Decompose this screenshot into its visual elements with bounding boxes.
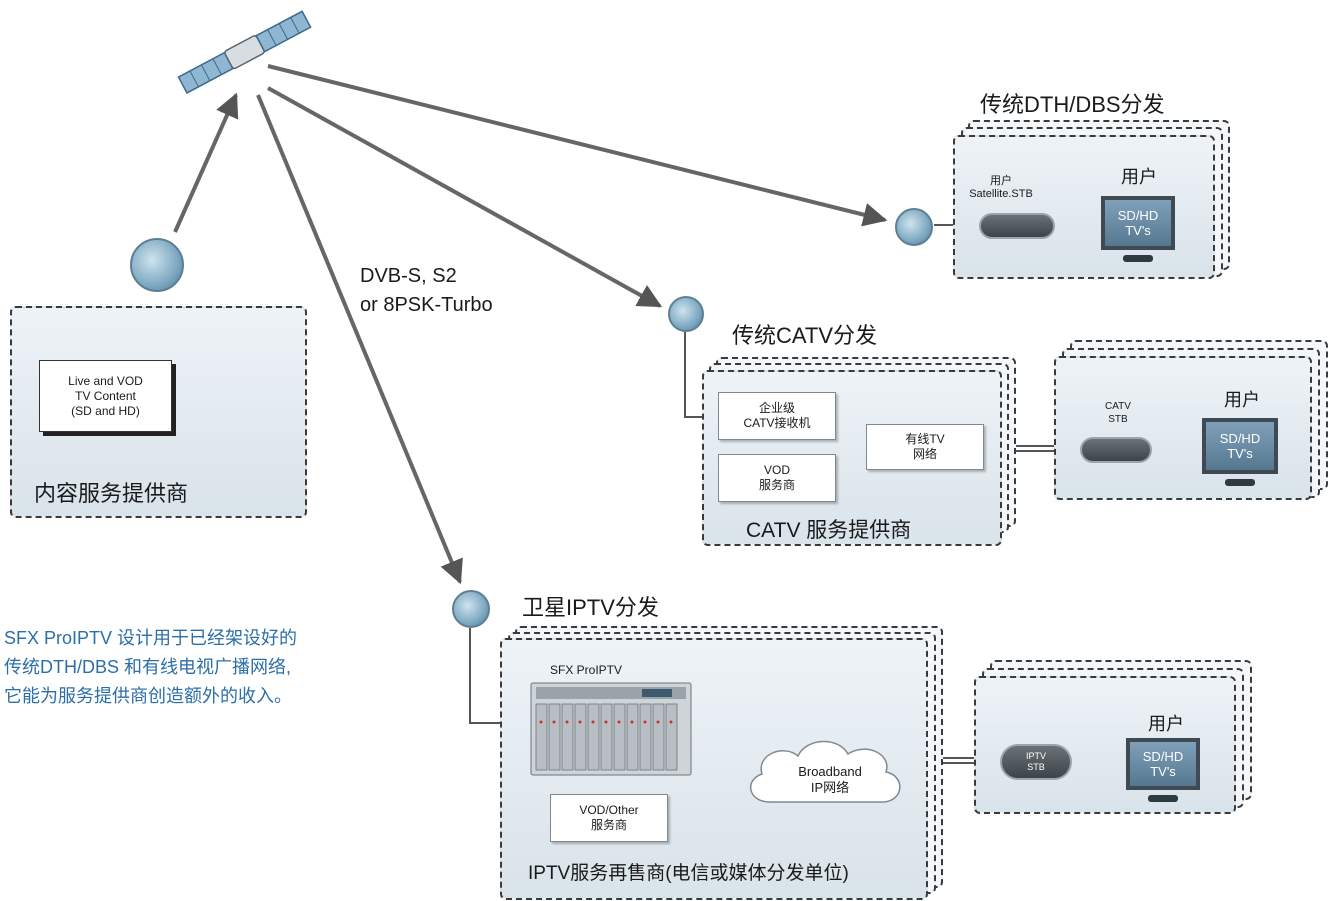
catv-vod-box: VOD 服务商 [718, 454, 836, 502]
modulation-line2: or 8PSK-Turbo [360, 294, 493, 316]
iptv-tv-line2: TV's [1150, 764, 1176, 780]
broadband-cloud-label: Broadband IP网络 [780, 764, 880, 796]
iptv-vod-line2: 服务商 [590, 818, 627, 832]
iptv-vod-box: VOD/Other 服务商 [550, 794, 668, 842]
iptv-user-label: 用户 [1148, 714, 1184, 734]
description-line3: 它能为服务提供商创造额外的收入。 [4, 686, 292, 706]
broadband-cloud-icon [750, 740, 901, 803]
catv-provider-title: CATV 服务提供商 [746, 519, 912, 542]
catv-network-box: 有线TV 网络 [866, 424, 984, 470]
catv-vod-line2: 服务商 [758, 478, 795, 492]
catv-provider-panel: 企业级 CATV接收机 VOD 服务商 有线TV 网络 CATV 服务提供商 [702, 370, 1002, 546]
uplink-arrow [173, 92, 239, 233]
catv-vod-line1: VOD [763, 463, 790, 477]
iptv-server-icon [530, 682, 692, 776]
iptv-dish-icon [452, 590, 490, 628]
catv-dish-icon [668, 296, 704, 332]
downlink-iptv-arrow [256, 94, 463, 585]
modulation-line1: DVB-S, S2 [360, 265, 457, 287]
content-box-line3: (SD and HD) [71, 403, 140, 418]
catv-title: 传统CATV分发 [732, 323, 878, 348]
dth-tv-line2: TV's [1125, 223, 1151, 239]
cloud-line1: Broadband [798, 764, 862, 779]
dth-stb-label-line1: 用户 [990, 175, 1012, 187]
catv-user-label: 用户 [1224, 390, 1260, 410]
dth-dish-icon [895, 208, 933, 246]
dth-user-label: 用户 [1121, 167, 1157, 187]
catv-receiver-line2: CATV接收机 [743, 416, 811, 430]
cloud-line2: IP网络 [810, 780, 850, 795]
dth-title: 传统DTH/DBS分发 [980, 92, 1165, 117]
content-box-line2: TV Content [75, 388, 136, 403]
content-provider-title: 内容服务提供商 [34, 481, 189, 506]
catv-stb-label: CATV STB [1092, 400, 1144, 426]
catv-network-line2: 网络 [912, 447, 937, 461]
description-text: SFX ProIPTV 设计用于已经架设好的 传统DTH/DBS 和有线电视广播… [4, 624, 297, 711]
catv-receiver-box: 企业级 CATV接收机 [718, 392, 836, 440]
satellite-icon [177, 10, 312, 94]
catv-stb-device [1080, 437, 1152, 463]
description-line2: 传统DTH/DBS 和有线电视广播网络, [4, 657, 292, 677]
dth-stb-label: 用户 Satellite.STB [965, 175, 1037, 201]
catv-receiver-line1: 企业级 [758, 401, 795, 415]
catv-stb-line1: CATV [1105, 401, 1131, 412]
iptv-stb-line2: STB [1027, 762, 1045, 772]
iptv-device-label: SFX ProIPTV [550, 663, 623, 677]
catv-network-line1: 有线TV [905, 432, 945, 446]
catv-stb-line2: STB [1108, 414, 1128, 425]
content-source-box: Live and VOD TV Content (SD and HD) [39, 360, 172, 432]
catv-tv-line1: SD/HD [1219, 430, 1261, 446]
iptv-reseller-title: IPTV服务再售商(电信或媒体分发单位) [528, 863, 849, 884]
iptv-stb-line1: IPTV [1025, 751, 1046, 761]
dth-stb-device [979, 213, 1055, 239]
dth-tv-line1: SD/HD [1117, 208, 1159, 224]
modulation-label: DVB-S, S2 or 8PSK-Turbo [360, 262, 493, 320]
iptv-vod-line1: VOD/Other [579, 803, 639, 817]
iptv-title: 卫星IPTV分发 [522, 595, 659, 620]
content-provider-panel: Live and VOD TV Content (SD and HD) 内容服务… [10, 306, 307, 518]
iptv-tv-line1: SD/HD [1142, 749, 1184, 765]
dth-stb-label-line2: Satellite.STB [969, 188, 1033, 200]
iptv-stb-device: IPTV STB [1000, 744, 1072, 780]
uplink-dish-icon [130, 238, 184, 292]
catv-tv-line2: TV's [1227, 445, 1253, 461]
description-line1: SFX ProIPTV 设计用于已经架设好的 [4, 628, 298, 648]
content-box-line1: Live and VOD [68, 373, 143, 388]
iptv-reseller-panel: SFX ProIPTV VOD/Other 服务商 Broadband IP网络… [500, 638, 928, 900]
downlink-catv-arrow [267, 86, 663, 308]
downlink-dth-arrow [267, 64, 888, 227]
